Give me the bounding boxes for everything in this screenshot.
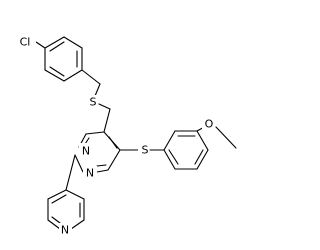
chlorophenyl-ring <box>44 36 83 82</box>
atom-background <box>202 117 216 131</box>
double-bond-inner <box>168 149 179 165</box>
bond <box>65 189 85 200</box>
atom-background <box>16 35 36 49</box>
pyridine-ring <box>47 189 85 230</box>
bond-s-ch2 <box>98 103 111 110</box>
bond <box>163 130 176 151</box>
double-bond-inner <box>96 164 107 167</box>
bond <box>74 154 84 173</box>
molecule-structure-diagram: Cl S N N <box>16 35 237 237</box>
bond <box>196 130 209 151</box>
bond <box>63 69 83 82</box>
atom-background <box>59 223 72 237</box>
double-bond-inner <box>49 41 65 52</box>
methoxyphenyl-ring <box>163 130 209 170</box>
bond <box>47 189 67 200</box>
bond <box>63 36 83 49</box>
bond-ring-ch2 <box>81 69 101 85</box>
bond-o-methyl <box>215 126 237 149</box>
nitrogen-atom-label-bottom: N <box>86 167 94 180</box>
bond <box>163 149 176 170</box>
bond <box>70 219 85 230</box>
double-bond-inner <box>108 136 118 149</box>
bond <box>107 149 121 171</box>
bond <box>47 219 61 230</box>
bond <box>44 69 65 82</box>
bond-ch2-s <box>94 83 101 97</box>
double-bond-inner <box>51 194 67 204</box>
bond <box>196 149 209 170</box>
bond <box>85 131 105 135</box>
nitrogen-atom-label-top: N <box>82 145 90 158</box>
chlorine-atom-label: Cl <box>20 36 31 49</box>
sulfur-atom-label-aryl: S <box>142 144 149 157</box>
double-bond-inner <box>51 216 61 224</box>
atom-background <box>83 166 97 180</box>
structure-canvas: Cl S N N <box>16 35 237 237</box>
bond <box>96 169 109 173</box>
bond-ch2-pyrimidine <box>103 108 111 133</box>
atom-background <box>79 143 93 157</box>
nitrogen-atom-label-pyridine: N <box>61 224 69 237</box>
double-bond-inner <box>49 66 65 77</box>
bond-pyrimidine-pyridine <box>65 154 76 191</box>
sulfur-atom-label-benzyl: S <box>90 96 97 109</box>
bond <box>44 36 65 49</box>
bond-c-cl <box>35 41 46 49</box>
atom-background <box>87 95 100 109</box>
atom-background <box>138 143 151 157</box>
double-bond-inner <box>194 149 204 165</box>
oxygen-atom-label: O <box>205 118 214 131</box>
